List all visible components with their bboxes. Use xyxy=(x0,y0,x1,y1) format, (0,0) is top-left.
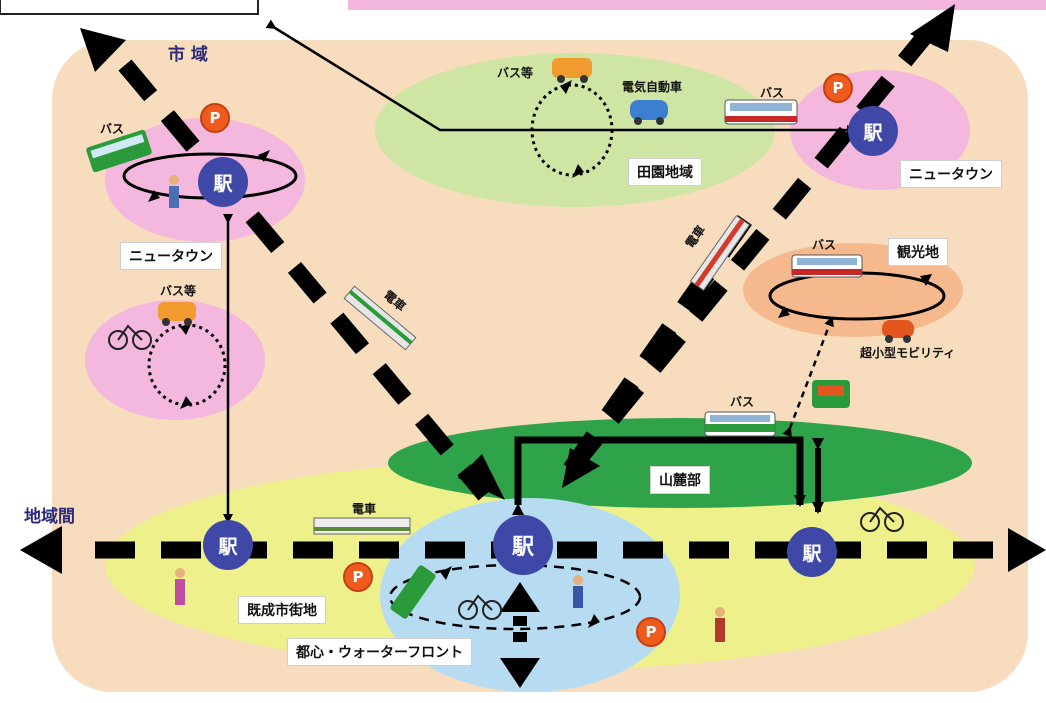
inter-region-label: 地域間 xyxy=(24,507,75,527)
rail-arrow-center-right xyxy=(562,448,600,488)
station-foothill[interactable]: 駅 xyxy=(787,527,837,577)
bus-etc-top-label: バス等 xyxy=(497,66,534,80)
foothill-bus-route xyxy=(512,436,806,515)
train-bottom-label: 電車 xyxy=(352,502,377,516)
parking-downtown: P xyxy=(636,617,666,647)
rail-arrow-center-left xyxy=(458,454,505,500)
city-area-label: 市 域 xyxy=(168,45,208,65)
bus-icon-sightseeing xyxy=(791,254,863,278)
rail-arrow-right xyxy=(1008,528,1046,572)
bus-icon-left xyxy=(86,129,152,173)
electric-car-icon xyxy=(630,100,668,125)
bus-icon-downtown xyxy=(390,565,436,619)
rural-bus-loop xyxy=(530,83,614,177)
top-pink-banner xyxy=(348,0,1046,10)
train-icon-bottom xyxy=(313,517,411,535)
top-left-frame xyxy=(0,0,259,15)
downtown-loop xyxy=(388,563,642,631)
bicycle-icon-left xyxy=(108,324,152,350)
station-downtown[interactable]: 駅 xyxy=(493,515,553,575)
parking-new-town-left: P xyxy=(200,103,230,133)
rail-arrow-topright xyxy=(910,4,955,52)
station-new-town-left[interactable]: 駅 xyxy=(198,157,248,207)
parking-existing-town: P xyxy=(343,562,373,592)
rural-area-label: 田園地域 xyxy=(628,158,702,186)
new-town-left-label: ニュータウン xyxy=(120,242,222,270)
bus-sightseeing-label: バス xyxy=(812,238,837,252)
bus-foothill-label: バス xyxy=(730,395,755,409)
train-icon-diagonal-right xyxy=(689,214,751,292)
station-existing-town[interactable]: 駅 xyxy=(203,520,253,570)
minivan-icon-left xyxy=(158,302,196,326)
pedestrian-icons xyxy=(169,175,725,642)
arrow-dash-1 xyxy=(513,616,527,626)
bus-left-label: バス xyxy=(100,122,125,136)
foothill-label: 山麓部 xyxy=(650,466,710,494)
rail-arrow-left xyxy=(20,526,62,574)
sightseeing-label: 観光地 xyxy=(888,238,948,266)
bus-route-top xyxy=(265,19,857,135)
station-new-town-right[interactable]: 駅 xyxy=(848,106,898,156)
ropeway-icon xyxy=(812,380,850,408)
bus-top-label: バス xyxy=(760,86,785,100)
bus-icon-top xyxy=(724,99,798,125)
electric-car-label: 電気自動車 xyxy=(622,80,683,94)
bicycle-icon-downtown xyxy=(458,594,502,620)
ultra-compact-mobility-label: 超小型モビリティ xyxy=(860,346,956,360)
minivan-icon-top xyxy=(552,58,592,83)
bus-icon-foothill xyxy=(704,411,776,437)
arrow-down-downtown xyxy=(500,658,540,688)
existing-town-label: 既成市街地 xyxy=(238,596,326,624)
rail-arrow-topleft xyxy=(80,28,126,72)
downtown-waterfront-label: 都心・ウォーターフロント xyxy=(287,638,473,666)
bus-loop-zone xyxy=(85,300,265,420)
compact-mobility-icon xyxy=(882,320,914,343)
bus-etc-left-label: バス等 xyxy=(160,284,197,298)
sightseeing-link xyxy=(782,316,834,438)
train-icon-diagonal-left xyxy=(343,285,417,351)
arrow-dash-2 xyxy=(513,632,527,642)
parking-new-town-right: P xyxy=(823,73,853,103)
bicycle-icon-right xyxy=(860,506,904,532)
arrow-up-downtown xyxy=(500,582,540,612)
new-town-right-label: ニュータウン xyxy=(900,160,1002,188)
